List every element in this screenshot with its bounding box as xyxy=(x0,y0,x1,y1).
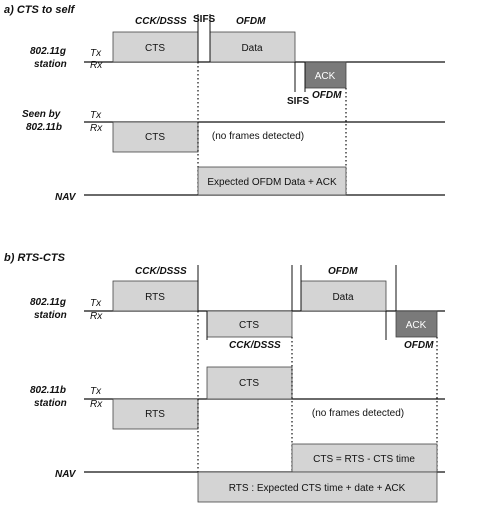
section-a-station-g-line2: station xyxy=(34,59,67,70)
section-b-b-tx-label: Tx xyxy=(90,386,102,397)
section-a-sifs-top-label: SIFS xyxy=(193,14,216,25)
section-b-cts-box-g xyxy=(206,310,293,338)
section-b-station-g-line1: 802.11g xyxy=(30,297,66,308)
section-b-b-rx-label: Rx xyxy=(90,399,103,410)
section-a-ack-box-label: ACK xyxy=(315,71,336,82)
section-b-cts-box-g-label: CTS xyxy=(239,320,259,331)
section-b-station-g-line2: station xyxy=(34,310,67,321)
section-a-nav-box-label: Expected OFDM Data + ACK xyxy=(207,177,337,188)
section-b-rts-cts: b) RTS-CTS CCK/DSSS OFDM 802.11g station… xyxy=(4,252,445,503)
section-b-nav-label: NAV xyxy=(55,469,77,480)
section-b-ack-box-label: ACK xyxy=(406,320,427,331)
section-b-nav-box-rts xyxy=(197,471,438,503)
section-a-cts-box-g-label: CTS xyxy=(145,43,165,54)
section-b-g-tx-label: Tx xyxy=(90,298,102,309)
section-b-rts-box-b xyxy=(112,398,199,430)
section-a-cts-box-b xyxy=(112,121,199,153)
section-a-tx-label: Tx xyxy=(90,48,102,59)
section-b-title: b) RTS-CTS xyxy=(4,252,66,264)
section-a-cts-box-g xyxy=(112,31,199,63)
section-a-no-frames-label: (no frames detected) xyxy=(212,131,304,142)
section-a-title: a) CTS to self xyxy=(4,4,76,16)
section-a-nav-label: NAV xyxy=(55,192,77,203)
section-b-station-b-line1: 802.11b xyxy=(30,385,66,396)
section-a-data-box-label: Data xyxy=(241,43,263,54)
section-b-ofdm-ack-label: OFDM xyxy=(404,340,434,351)
section-b-rts-box-b-label: RTS xyxy=(145,409,165,420)
section-b-cts-box-b-label: CTS xyxy=(239,378,259,389)
section-a-rx-label: Rx xyxy=(90,60,103,71)
section-b-ack-box xyxy=(395,310,438,338)
section-a-station-g-line1: 802.11g xyxy=(30,46,66,57)
section-b-ofdm-top-label: OFDM xyxy=(328,266,358,277)
section-a-cck-dsss-label: CCK/DSSS xyxy=(135,16,187,27)
section-a-sifs-bottom-label: SIFS xyxy=(287,96,310,107)
section-a-cts-box-b-label: CTS xyxy=(145,132,165,143)
section-a-ack-box xyxy=(304,61,347,89)
section-b-no-frames-label: (no frames detected) xyxy=(312,408,404,419)
section-b-cts-box-b xyxy=(206,366,293,400)
section-b-station-b-line2: station xyxy=(34,398,67,409)
section-b-nav-box-cts xyxy=(291,443,438,473)
section-b-rts-box-g xyxy=(112,280,199,312)
section-a-data-box xyxy=(209,31,296,63)
section-b-nav-box-cts-label: CTS = RTS - CTS time xyxy=(313,454,415,465)
section-a-seen-tx-label: Tx xyxy=(90,110,102,121)
section-a-seen-by-line2: 802.11b xyxy=(26,122,62,133)
section-a-seen-by-line1: Seen by xyxy=(22,109,61,120)
section-b-cck-dsss-top-label: CCK/DSSS xyxy=(135,266,187,277)
section-b-data-box xyxy=(300,280,387,312)
section-a-ofdm-ack-label: OFDM xyxy=(312,90,342,101)
section-a-cts-to-self: a) CTS to self CCK/DSSS OFDM SIFS 802.11… xyxy=(4,4,445,203)
section-b-g-rx-label: Rx xyxy=(90,311,103,322)
section-b-rts-box-g-label: RTS xyxy=(145,292,165,303)
section-a-ofdm-label: OFDM xyxy=(236,16,266,27)
section-a-seen-rx-label: Rx xyxy=(90,123,103,134)
section-b-cck-dsss-mid-label: CCK/DSSS xyxy=(229,340,281,351)
section-b-data-box-label: Data xyxy=(332,292,354,303)
section-b-nav-box-rts-label: RTS : Expected CTS time + date + ACK xyxy=(229,483,406,494)
section-a-nav-box xyxy=(197,166,347,196)
